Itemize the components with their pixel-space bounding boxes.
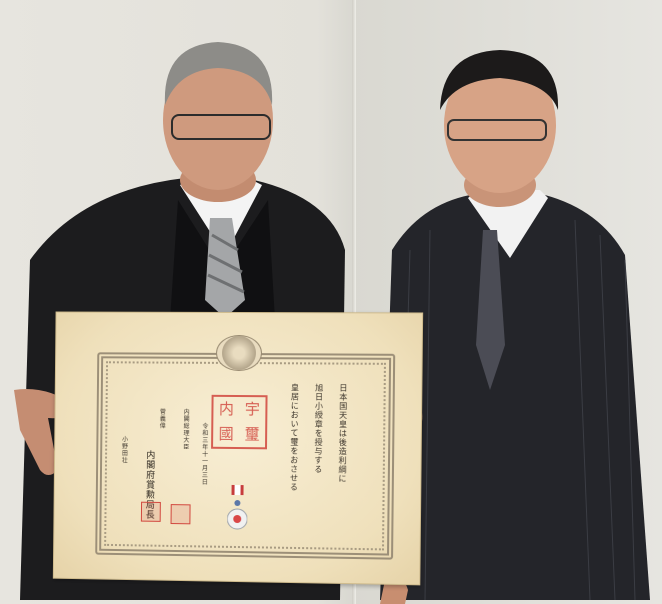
red-seal-stamp-2 bbox=[170, 504, 191, 525]
right-man-head bbox=[444, 57, 556, 193]
wall-seam bbox=[352, 0, 356, 604]
right-man-glasses bbox=[447, 119, 547, 141]
certificate-line-3: 皇居において璽をおさせる bbox=[289, 383, 300, 492]
chrysanthemum-crest-icon bbox=[215, 334, 263, 372]
right-man-tie bbox=[476, 230, 505, 390]
rising-sun-medal-icon bbox=[227, 484, 248, 530]
certificate-line-4: 令和三年十一月三日 bbox=[200, 422, 208, 486]
certificate-line-5: 内閣総理大臣 bbox=[181, 408, 190, 451]
right-man-shirt bbox=[468, 190, 548, 258]
state-seal: 内 宇 國 璽 bbox=[211, 394, 268, 450]
left-man-hair bbox=[164, 42, 273, 105]
seal-char-3: 國 bbox=[218, 424, 234, 443]
seal-char-1: 内 bbox=[218, 399, 234, 418]
certificate-line-8: 小野田壮 bbox=[120, 435, 128, 464]
left-man-vest bbox=[170, 200, 275, 320]
red-seal-stamp-1 bbox=[140, 501, 161, 522]
award-certificate: 日本国天皇は後造利綱に 旭日小綬章を授与する 皇居において璽をおさせる 令和三年… bbox=[52, 311, 424, 586]
right-man-hair bbox=[440, 50, 559, 110]
left-man-tie-stripes bbox=[207, 233, 245, 294]
left-man-glasses bbox=[171, 114, 271, 140]
seal-char-4: 璽 bbox=[244, 425, 260, 444]
left-man-head bbox=[163, 50, 273, 190]
certificate-line-6: 菅義偉 bbox=[158, 408, 166, 430]
certificate-line-2: 旭日小綬章を授与する bbox=[313, 383, 324, 475]
certificate-line-1: 日本国天皇は後造利綱に bbox=[337, 383, 349, 484]
left-man-tie bbox=[205, 218, 245, 318]
right-man-suit bbox=[380, 195, 650, 600]
seal-char-2: 宇 bbox=[244, 400, 260, 419]
